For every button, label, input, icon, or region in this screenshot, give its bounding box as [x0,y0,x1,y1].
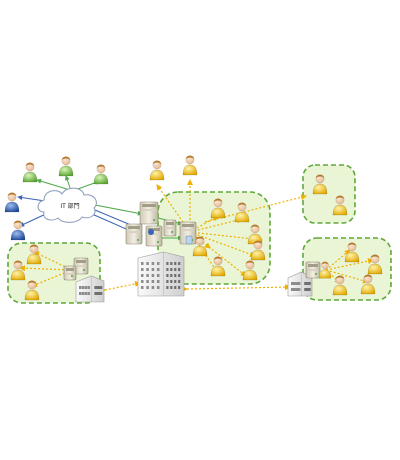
server-icon [139,201,159,225]
link [189,231,256,258]
user-icon [234,202,250,223]
hq-building [137,251,185,297]
link [189,217,243,233]
left-branch-building [75,275,105,303]
user-icon [210,256,226,277]
user-icon [26,244,42,265]
people [4,155,383,301]
user-icon [210,198,226,219]
user-icon [367,254,383,275]
right-branch-building [287,271,313,297]
it-user-icon [93,164,109,185]
user-icon [312,174,328,195]
user-icon [344,242,360,263]
admin-user-icon [4,192,20,213]
server-cluster [63,201,321,281]
user-icon [332,195,348,216]
user-icon [318,261,332,279]
link [64,175,71,189]
link [94,204,143,216]
link [36,178,71,191]
storage-icon [185,235,193,245]
link [181,284,291,293]
user-icon [24,280,40,301]
link [325,269,369,284]
link [19,265,73,272]
link [99,281,141,294]
server-icon [163,219,177,237]
cloud-shape [37,187,97,223]
cloud: IT 部門 [37,187,97,223]
link [325,269,341,284]
it-user-icon [22,162,38,183]
user-icon [360,274,376,295]
user-icon [10,260,26,281]
admin-user-icon [10,220,26,241]
user-icon [250,240,266,261]
link [325,249,351,271]
user-icon [182,155,198,176]
link [31,269,73,287]
user-icon [332,275,348,296]
it-user-icon [58,156,74,177]
server-icon [305,261,321,279]
server-icon [125,223,143,245]
buildings [75,251,313,303]
link [325,258,374,271]
user-icon [192,236,208,257]
link [33,251,73,271]
server-icon [63,265,77,281]
cloud-label: IT 部門 [60,202,79,210]
user-icon [149,160,165,181]
globe-icon [148,229,154,235]
server-icon [145,225,163,247]
group-regions [7,164,392,304]
user-icon [242,260,258,281]
